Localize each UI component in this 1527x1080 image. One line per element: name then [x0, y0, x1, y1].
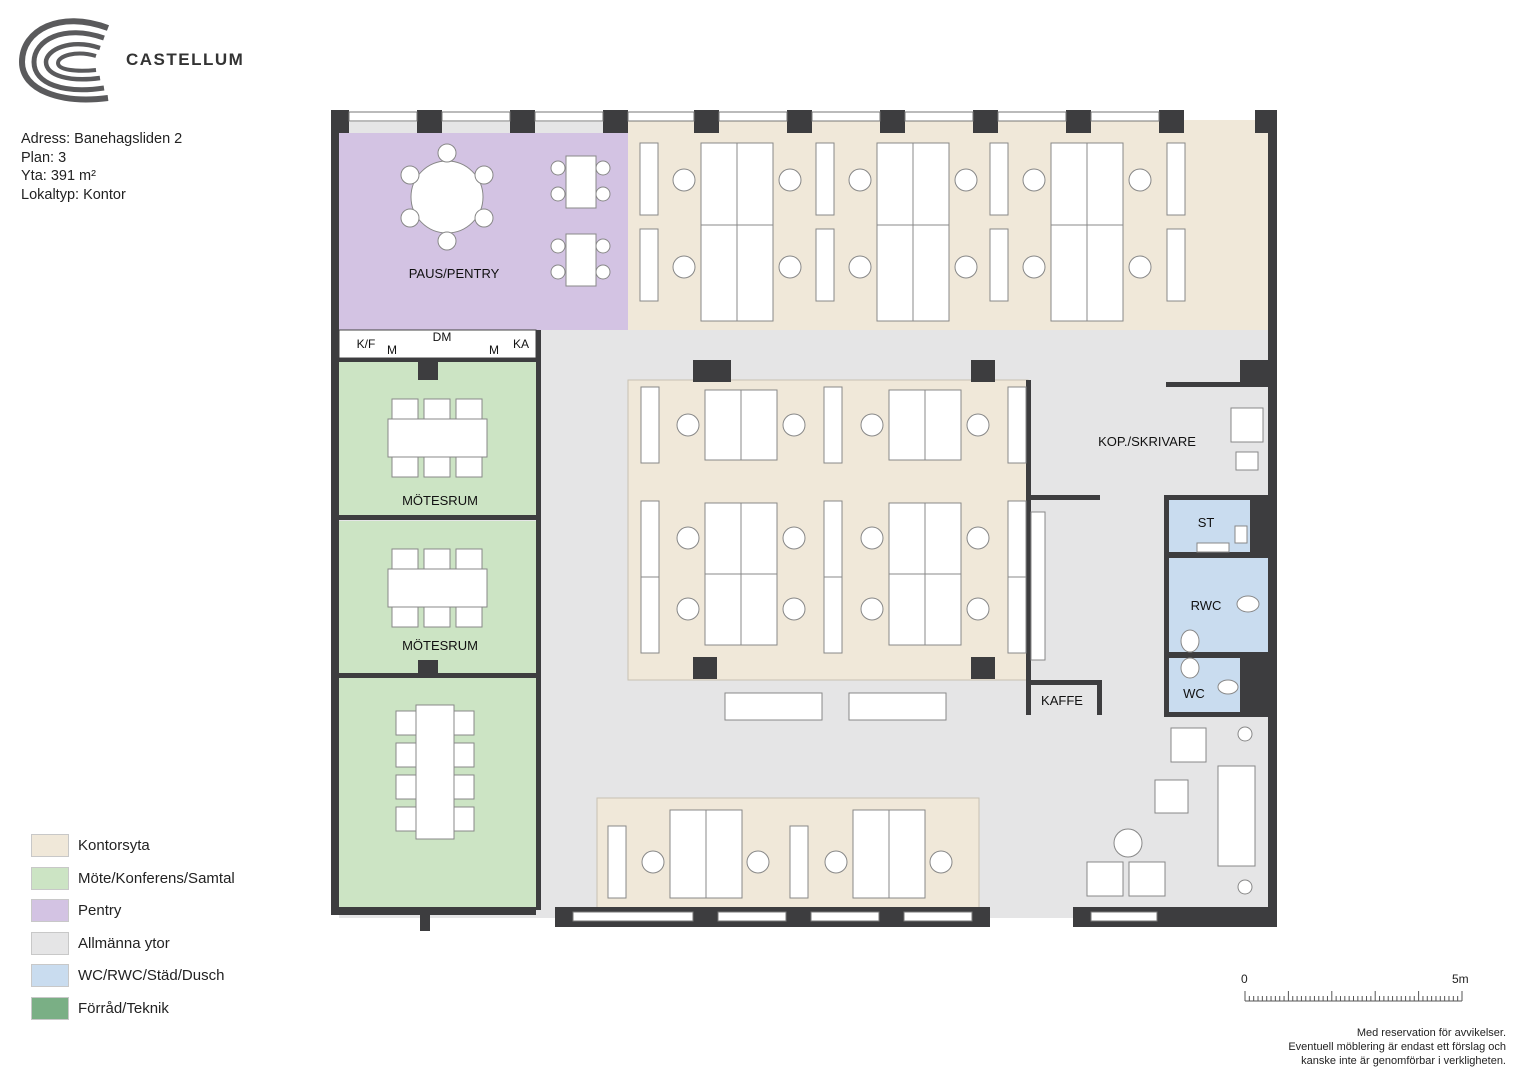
disclaimer-line-1: Med reservation för avvikelser. — [1356, 1027, 1506, 1039]
legend-label: Kontorsyta — [78, 837, 150, 854]
property-info: Adress: Banehagsliden 2 Plan: 3 Yta: 391… — [21, 130, 182, 204]
brand-name: CASTELLUM — [126, 50, 245, 69]
type-text: Lokaltyp: Kontor — [21, 186, 126, 203]
plan-text: Plan: 3 — [21, 149, 67, 166]
pantry-label: PAUS/PENTRY — [409, 266, 500, 281]
disclaimer-line-3: kanske inte är genomförbar i verklighete… — [1301, 1055, 1506, 1067]
m2-label: M — [489, 343, 499, 357]
st-label: ST — [1198, 515, 1215, 530]
legend-swatch — [31, 899, 69, 922]
ka-label: KA — [513, 337, 529, 351]
legend-swatch — [31, 931, 69, 955]
scale-start-label: 0 — [1241, 972, 1248, 986]
legend-label: Förråd/Teknik — [78, 999, 169, 1017]
copy-room-label: KOP./SKRIVARE — [1098, 434, 1196, 449]
legend-label: Allmänna ytor — [78, 934, 170, 952]
kf-label: K/F — [357, 337, 376, 351]
legend-swatch — [31, 996, 69, 1020]
windows — [348, 111, 1160, 922]
legend-swatch — [31, 866, 69, 890]
address-text: Adress: Banehagsliden 2 — [21, 131, 183, 147]
legend-swatch — [31, 834, 69, 857]
legend-label: WC/RWC/Städ/Dusch — [78, 967, 225, 984]
area-text: Yta: 391 m² — [21, 168, 96, 184]
furniture — [387, 142, 1264, 899]
walls — [331, 110, 1277, 931]
legend-label: Möte/Konferens/Samtal — [78, 869, 235, 887]
m1-label: M — [387, 343, 397, 357]
meeting-room-1-label: MÖTESRUM — [402, 493, 478, 508]
meeting-room-2-label: MÖTESRUM — [402, 638, 478, 653]
legend-label: Pentry — [78, 902, 122, 919]
scale-bar — [1244, 991, 1463, 1002]
legend-swatch — [31, 964, 69, 987]
rwc-label: RWC — [1191, 598, 1222, 613]
scale-end-label: 5m — [1452, 972, 1469, 986]
disclaimer: Med reservation för avvikelser. Eventuel… — [1288, 1026, 1506, 1068]
kaffe-label: KAFFE — [1041, 693, 1083, 708]
dm-label: DM — [433, 330, 452, 344]
castellum-logo-icon — [18, 18, 110, 103]
wc-label: WC — [1183, 686, 1205, 701]
disclaimer-line-2: Eventuell möblering är endast ett försla… — [1288, 1041, 1506, 1053]
